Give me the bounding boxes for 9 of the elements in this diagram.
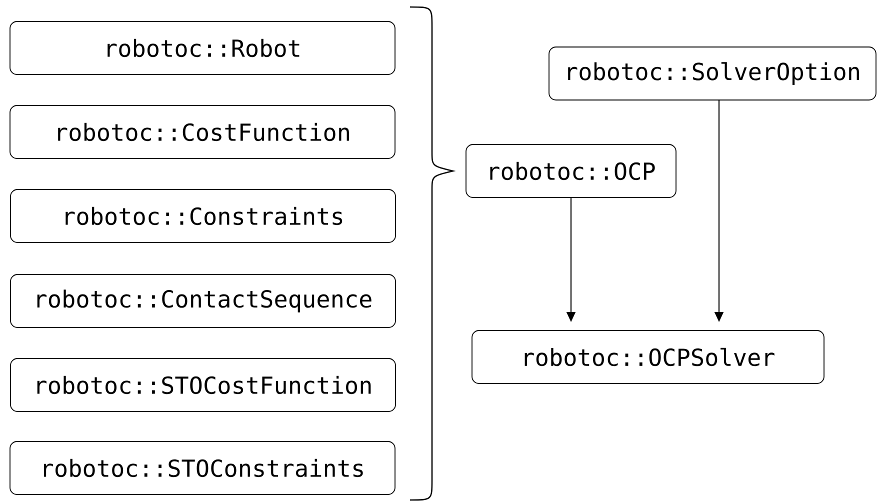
class-box: robotoc::SolverOption xyxy=(548,46,876,100)
class-box: robotoc::OCP xyxy=(466,144,676,198)
class-box: robotoc::OCPSolver xyxy=(472,330,824,384)
class-box: robotoc::STOConstraints xyxy=(10,441,396,495)
class-box: robotoc::Robot xyxy=(10,21,396,75)
class-box: robotoc::ContactSequence xyxy=(10,274,396,328)
class-box: robotoc::Constraints xyxy=(10,189,396,243)
class-box: robotoc::STOCostFunction xyxy=(10,358,396,412)
class-box: robotoc::CostFunction xyxy=(10,105,396,159)
